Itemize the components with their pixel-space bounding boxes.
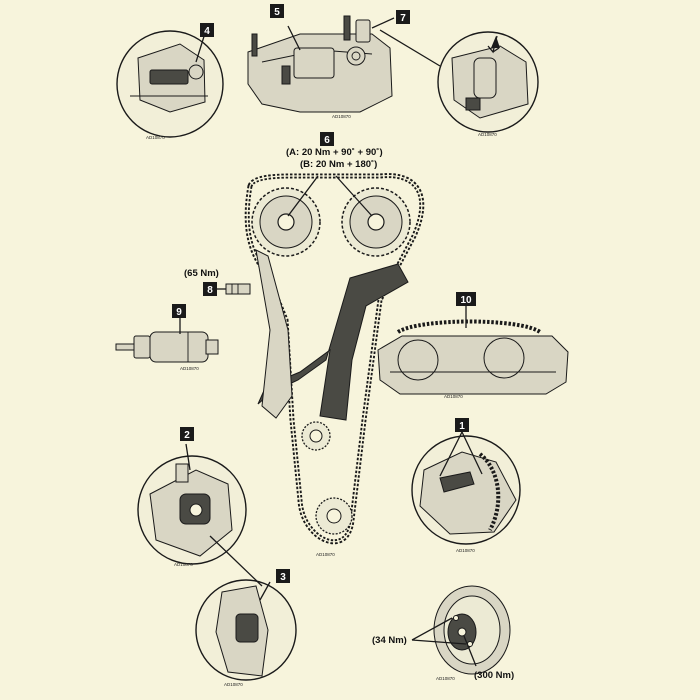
torque-camshaft-b: (B: 20 Nm + 180˚) (300, 159, 377, 170)
callout-5: 5 (270, 4, 284, 18)
callout-8: 8 (203, 282, 217, 296)
detail-3-view: AD10870 (195, 535, 297, 687)
crank-pulley-view: AD10870 (411, 585, 511, 681)
figure-code-pulley: AD10870 (436, 676, 455, 681)
tensioner-shoe (255, 249, 293, 419)
callout-5-label: 5 (274, 7, 280, 18)
detail-2-bolt (175, 463, 189, 483)
callout-4: 4 (200, 23, 214, 37)
sensor-7 (355, 19, 371, 43)
leader-34nm-a (411, 617, 453, 641)
callout-4-label: 4 (204, 26, 210, 37)
intake-camshaft-sprocket (251, 187, 321, 257)
crank-pulley-bolt-1 (453, 615, 459, 621)
detail-4-tool (149, 69, 189, 85)
detail-1-view: AD10870 (411, 431, 521, 553)
crankshaft-sprocket (315, 497, 353, 535)
camshaft-end (346, 46, 366, 66)
torque-camshaft-a: (A: 20 Nm + 90˚ + 90˚) (286, 147, 383, 158)
callout-2-label: 2 (184, 430, 190, 441)
callout-9: 9 (172, 304, 186, 318)
leader-6-right (335, 175, 373, 217)
torque-tensioner: (65 Nm) (184, 268, 219, 279)
leader-1-b (461, 431, 483, 475)
crank-pulley-center-bolt (457, 627, 467, 637)
leader-34nm-b (411, 639, 467, 645)
tensioner-body (149, 331, 209, 363)
torque-pulley-bolts: (34 Nm) (372, 635, 407, 646)
timing-chain-assembly: AD10870 (225, 173, 425, 557)
detail-10-view: AD10870 (377, 306, 569, 399)
detail-10-sprocket-right (483, 337, 525, 379)
detail-7-view: AD10870 (379, 29, 539, 137)
head-bolt-a (281, 65, 291, 85)
figure-code-7: AD10870 (478, 132, 497, 137)
detail-10-sprocket-left (397, 339, 439, 381)
callout-7: 7 (396, 10, 410, 24)
detail-5-view: AD10870 (247, 15, 395, 119)
detail-4-view: AD10870 (116, 29, 224, 140)
intermediate-sprocket (301, 421, 331, 451)
detail-7-plug (465, 97, 481, 111)
callout-7-label: 7 (400, 13, 406, 24)
leader-300nm (463, 635, 477, 667)
leader-7-zoom (379, 29, 441, 67)
figure-code-9: AD10870 (180, 366, 199, 371)
callout-2: 2 (180, 427, 194, 441)
tensioner-end (205, 339, 219, 355)
figure-code-1: AD10870 (456, 548, 475, 553)
figure-code-chain: AD10870 (316, 552, 335, 557)
leader-2 (185, 443, 191, 471)
leader-3 (259, 581, 271, 601)
detail-4-bolt (188, 64, 204, 80)
detail-3-block (235, 613, 259, 643)
figure-code-3: AD10870 (224, 682, 243, 687)
callout-1: 1 (455, 418, 469, 432)
callout-3-label: 3 (280, 572, 286, 583)
detail-7-arrow-head (491, 36, 500, 48)
detail-2-view: AD10870 (137, 443, 247, 567)
tensioner-plunger-tip (115, 343, 137, 351)
figure-code-10: AD10870 (444, 394, 463, 399)
detail-2-hub (189, 503, 203, 517)
callout-1-label: 1 (459, 421, 465, 432)
callout-10: 10 (456, 292, 476, 306)
callout-10-label: 10 (460, 295, 472, 306)
figure-code-5: AD10870 (332, 114, 351, 119)
figure-code-2: AD10870 (174, 562, 193, 567)
camshaft-end-bore (351, 51, 361, 61)
detail-7-sensor (473, 57, 497, 99)
tensioner-hex (133, 335, 151, 359)
leader-5 (287, 25, 301, 51)
head-stud-center (343, 15, 351, 41)
camshaft-bearing-cap (293, 47, 335, 79)
figure-code-4: AD10870 (146, 135, 165, 140)
callout-8-label: 8 (207, 285, 213, 296)
detail-1-chain (478, 452, 501, 531)
detail-9-view: AD10870 (115, 318, 219, 371)
callout-9-label: 9 (176, 307, 182, 318)
exhaust-camshaft-sprocket (341, 187, 411, 257)
callout-3: 3 (276, 569, 290, 583)
detail-10-chain (396, 319, 542, 334)
head-stud-left (251, 33, 258, 57)
callout-6: 6 (320, 132, 334, 146)
callout-6-label: 6 (324, 135, 330, 146)
leader-2-to-3 (209, 535, 263, 587)
leader-6-left (287, 175, 319, 217)
leader-7 (371, 17, 395, 29)
torque-pulley-center: (300 Nm) (474, 670, 514, 681)
leader-1-a (439, 431, 463, 477)
detail-1-pin (439, 471, 475, 493)
